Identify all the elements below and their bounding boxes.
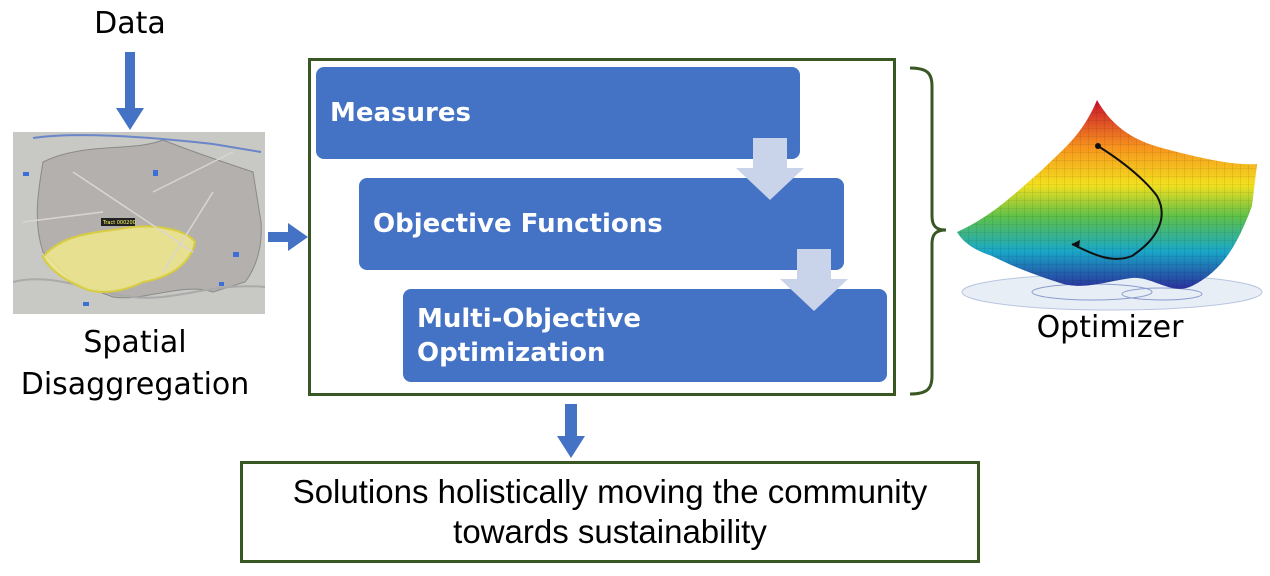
result-line2: towards sustainability xyxy=(453,513,767,550)
spatial-map-image: Tract 000200 xyxy=(13,132,265,314)
step-chevron-2 xyxy=(780,249,848,311)
step-measures-label: Measures xyxy=(330,98,471,128)
optimizer-label: Optimizer xyxy=(1036,310,1184,345)
optimizer-surface-image xyxy=(952,96,1267,318)
spatial-disaggregation-line2: Disaggregation xyxy=(20,367,250,402)
spatial-disaggregation-label: Spatial Disaggregation xyxy=(10,322,260,406)
process-box xyxy=(308,58,896,396)
step-measures: Measures xyxy=(316,67,800,159)
data-down-arrow xyxy=(116,52,144,130)
result-down-arrow xyxy=(557,404,585,458)
step-multi-objective-line1: Multi-Objective xyxy=(417,303,642,334)
result-box: Solutions holistically moving the commun… xyxy=(240,461,980,563)
curly-bracket xyxy=(909,66,947,396)
spatial-disaggregation-line1: Spatial xyxy=(83,325,187,360)
step-chevron-1 xyxy=(736,138,804,200)
map-tract-label: Tract 000200 xyxy=(102,220,136,226)
result-line1: Solutions holistically moving the commun… xyxy=(292,473,928,511)
data-label: Data xyxy=(94,6,166,41)
step-multi-objective: Multi-Objective Optimization xyxy=(403,289,887,382)
right-arrow xyxy=(268,223,308,251)
step-multi-objective-line2: Optimization xyxy=(417,337,606,368)
step-objective-functions-label: Objective Functions xyxy=(373,209,663,239)
